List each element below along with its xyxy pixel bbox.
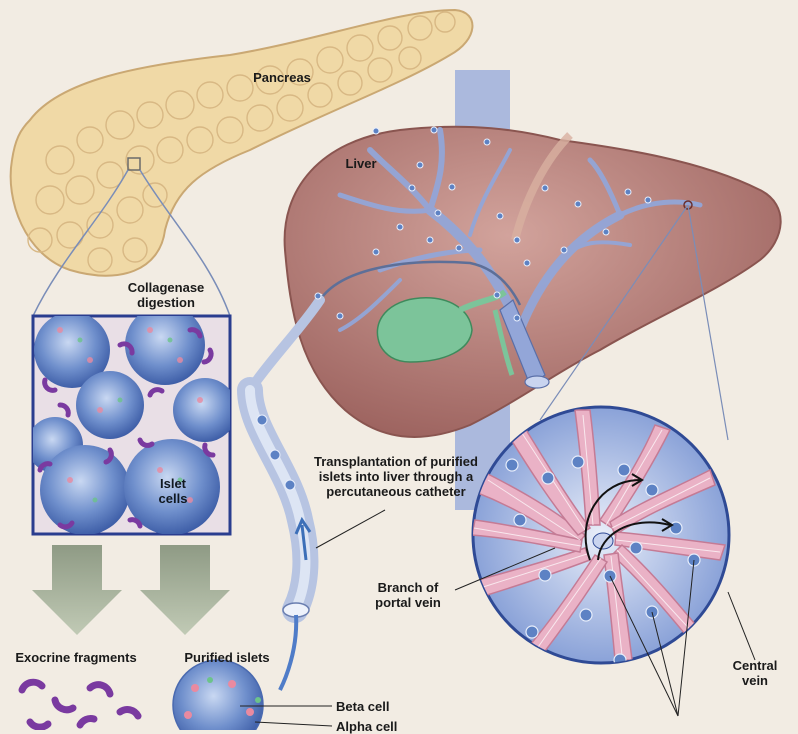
label-islet-cells: Islet cells xyxy=(148,476,198,506)
islets-in-liver xyxy=(316,126,652,322)
alpha-cell-pointer xyxy=(254,721,333,727)
transplant-line-3: percutaneous catheter xyxy=(326,484,466,499)
label-alpha-cell: Alpha cell xyxy=(336,719,398,734)
exocrine-fragments xyxy=(18,678,142,730)
label-purified-islets: Purified islets xyxy=(184,650,270,665)
digestion-contents xyxy=(33,316,230,534)
lobule-contents xyxy=(473,409,726,663)
islets-in-catheter xyxy=(256,292,322,491)
label-central-vein: Central vein xyxy=(720,658,790,688)
arrow-to-exocrine xyxy=(32,545,122,635)
flow-arrow-1 xyxy=(584,479,641,561)
collagenase-line-2: digestion xyxy=(137,295,195,310)
transplant-pointer xyxy=(315,509,386,549)
flow-arrow-2 xyxy=(597,521,671,561)
arrow-to-purified xyxy=(140,545,230,635)
label-transplantation: Transplantation of purified islets into … xyxy=(298,454,494,499)
label-pancreas: Pancreas xyxy=(253,70,311,85)
label-liver: Liver xyxy=(345,156,377,171)
transplant-line-2: islets into liver through a xyxy=(318,469,474,484)
label-collagenase: Collagenase digestion xyxy=(106,280,226,310)
label-exocrine-fragments: Exocrine fragments xyxy=(15,650,137,665)
pancreas-lobules xyxy=(27,11,456,273)
pancreas-sample-marker xyxy=(127,157,141,171)
central-vein-pointer xyxy=(727,591,756,661)
transplant-line-1: Transplantation of purified xyxy=(314,454,478,469)
catheter-flow-arrow xyxy=(294,516,312,561)
islet-pointers xyxy=(609,559,695,717)
label-branch-portal-vein: Branch of portal vein xyxy=(360,580,456,610)
gallbladder xyxy=(376,297,473,363)
central-line-2: vein xyxy=(741,673,768,688)
liver-sample-marker xyxy=(683,200,693,210)
purified-islet xyxy=(172,659,264,730)
catheter xyxy=(318,260,522,306)
collagenase-line-1: Collagenase xyxy=(127,280,205,295)
islet-line-1: Islet xyxy=(159,476,186,491)
central-line-1: Central xyxy=(732,658,778,673)
branch-line-2: portal vein xyxy=(375,595,441,610)
pancreas-shape xyxy=(9,8,474,277)
branch-line-1: Branch of xyxy=(377,580,439,595)
islet-line-2: cells xyxy=(158,491,188,506)
branch-pointer xyxy=(454,547,556,591)
liver-shape xyxy=(283,125,782,438)
label-beta-cell: Beta cell xyxy=(336,699,390,714)
